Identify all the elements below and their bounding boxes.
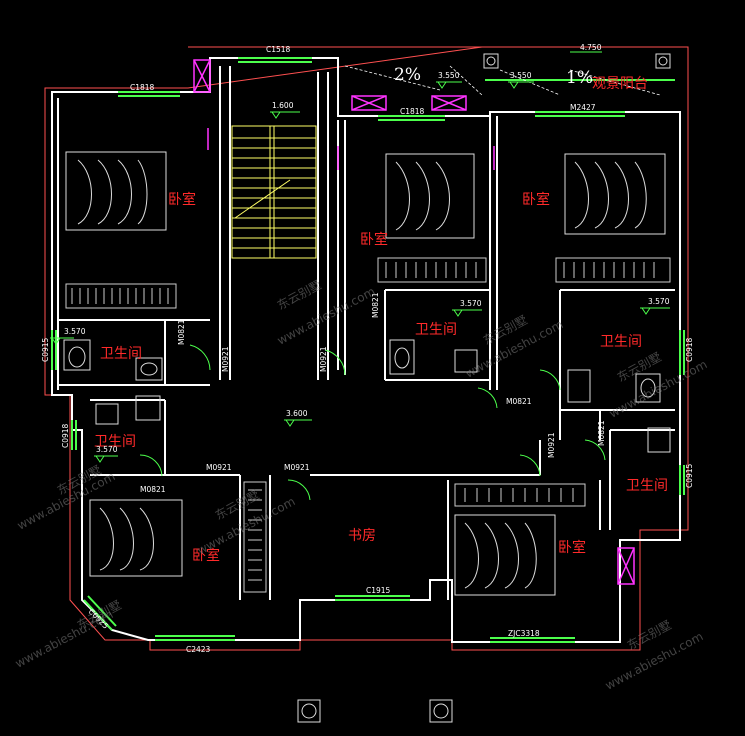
- watermark-url-5: www.abieshu.com: [13, 607, 116, 670]
- code-c1818-center: C1818: [400, 107, 425, 116]
- code-c0915-w: C0915: [41, 337, 50, 362]
- walls: [51, 57, 681, 643]
- staircase: [231, 125, 317, 259]
- room-label-bath-center: 卫生间: [415, 322, 457, 338]
- code-c0915-e: C0915: [685, 463, 694, 488]
- magenta-markers: [193, 59, 635, 585]
- code-m2427: M2427: [570, 103, 596, 112]
- code-m0821-4: M0821: [597, 420, 606, 446]
- code-m0921-2: M0921: [319, 346, 328, 372]
- sanitary-fixtures: [63, 53, 671, 723]
- code-m0821-5: M0821: [140, 485, 166, 494]
- windows: [51, 57, 685, 643]
- code-c2423: C2423: [186, 645, 211, 654]
- code-c1518-top: C1518: [266, 45, 291, 54]
- level-corridor: 3.600: [286, 409, 308, 418]
- code-m0921-3: M0921: [547, 432, 556, 458]
- code-m0821-1: M0821: [177, 319, 186, 345]
- room-label-bedroom-center: 卧室: [360, 231, 388, 248]
- room-label-balcony: 观景阳台: [592, 76, 648, 92]
- code-c0918-e: C0918: [685, 337, 694, 362]
- outer-dimension-line: [44, 46, 689, 651]
- room-label-bedroom-ne: 卧室: [522, 191, 550, 208]
- watermark-url-4: www.abieshu.com: [607, 357, 710, 420]
- room-label-bath-se: 卫生间: [626, 478, 668, 494]
- level-balcony-b: 3.550: [510, 71, 532, 80]
- level-bath-east: 3.570: [648, 297, 670, 306]
- dimension-balcony: 4.750: [580, 43, 602, 52]
- code-c1818-nw: C1818: [130, 83, 155, 92]
- slope-label-right: 1%: [566, 68, 593, 88]
- level-bath-w2: 3.570: [96, 445, 118, 454]
- watermark-cn-4: 东云别墅: [615, 350, 664, 385]
- room-label-bath-w1: 卫生间: [100, 346, 142, 362]
- level-stair: 1.600: [272, 101, 294, 110]
- watermark-cn-1: 东云别墅: [275, 278, 324, 313]
- room-label-bedroom-sw: 卧室: [192, 547, 220, 564]
- code-m0921-5: M0921: [284, 463, 310, 472]
- level-balcony-a: 3.550: [438, 71, 460, 80]
- code-m0921-1: M0921: [221, 346, 230, 372]
- room-label-bedroom-nw: 卧室: [168, 191, 196, 208]
- code-m0921-4: M0921: [206, 463, 232, 472]
- door-swings: [139, 344, 606, 501]
- code-m0821-2: M0821: [371, 292, 380, 318]
- room-label-bath-w2: 卫生间: [94, 434, 136, 450]
- room-label-study: 书房: [348, 528, 376, 544]
- slope-label-left: 2%: [394, 65, 421, 85]
- level-marks: [50, 51, 670, 463]
- code-c1915: C1915: [366, 586, 391, 595]
- code-c0918-w: C0918: [61, 423, 70, 448]
- wardrobes: [65, 257, 671, 593]
- level-bath-center: 3.570: [460, 299, 482, 308]
- balcony-drainage-lines: [344, 65, 661, 96]
- level-bath-w1: 3.570: [64, 327, 86, 336]
- room-label-bedroom-se: 卧室: [558, 539, 586, 556]
- code-zjc3318: ZJC3318: [508, 629, 540, 638]
- beds: [65, 151, 666, 596]
- code-m0821-3: M0821: [506, 397, 532, 406]
- room-label-bath-east: 卫生间: [600, 334, 642, 350]
